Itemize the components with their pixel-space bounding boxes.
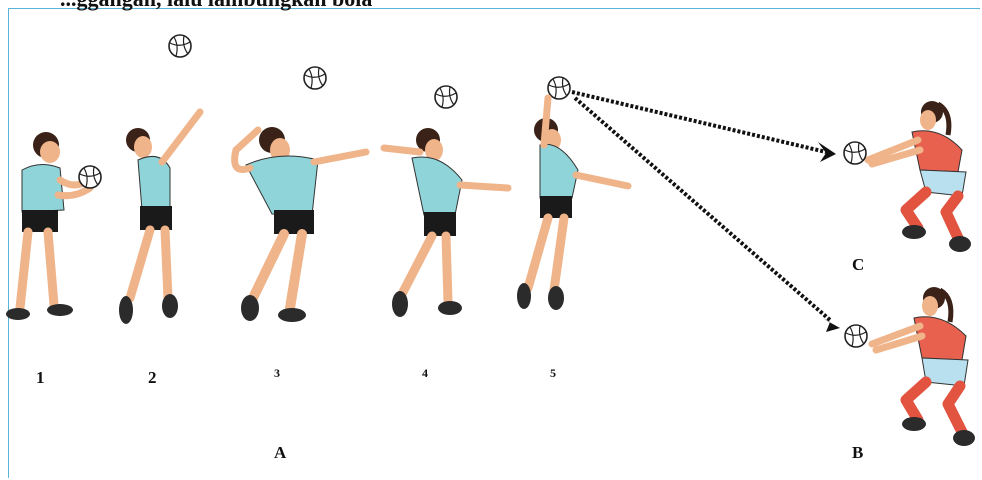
server-figure-4 — [380, 128, 512, 317]
header-text: ...ggangan, lalu lambungkan bola — [60, 0, 372, 12]
server-figure-1 — [6, 132, 102, 320]
label-receiver-c: C — [852, 255, 865, 274]
ball-step-3 — [303, 66, 327, 90]
server-figure-3 — [231, 126, 370, 322]
ball-step-4 — [434, 85, 458, 109]
step-label-5: 5 — [550, 366, 556, 380]
trajectory-arrow-to-c — [571, 90, 836, 162]
label-serve-sequence-a: A — [274, 443, 287, 462]
step-label-3: 3 — [274, 366, 280, 380]
ball-step-5 — [547, 76, 571, 100]
trajectory-arrow-to-b — [573, 96, 840, 332]
label-receiver-b: B — [852, 443, 864, 462]
server-figure-2 — [119, 108, 204, 324]
receiver-figure-c — [843, 101, 971, 252]
step-label-2: 2 — [148, 368, 157, 387]
server-figure-5 — [517, 94, 632, 310]
step-label-4: 4 — [422, 366, 428, 380]
receiver-figure-b — [844, 287, 975, 446]
step-label-1: 1 — [36, 368, 45, 387]
ball-step-2 — [168, 34, 192, 58]
figure-frame — [8, 8, 980, 478]
